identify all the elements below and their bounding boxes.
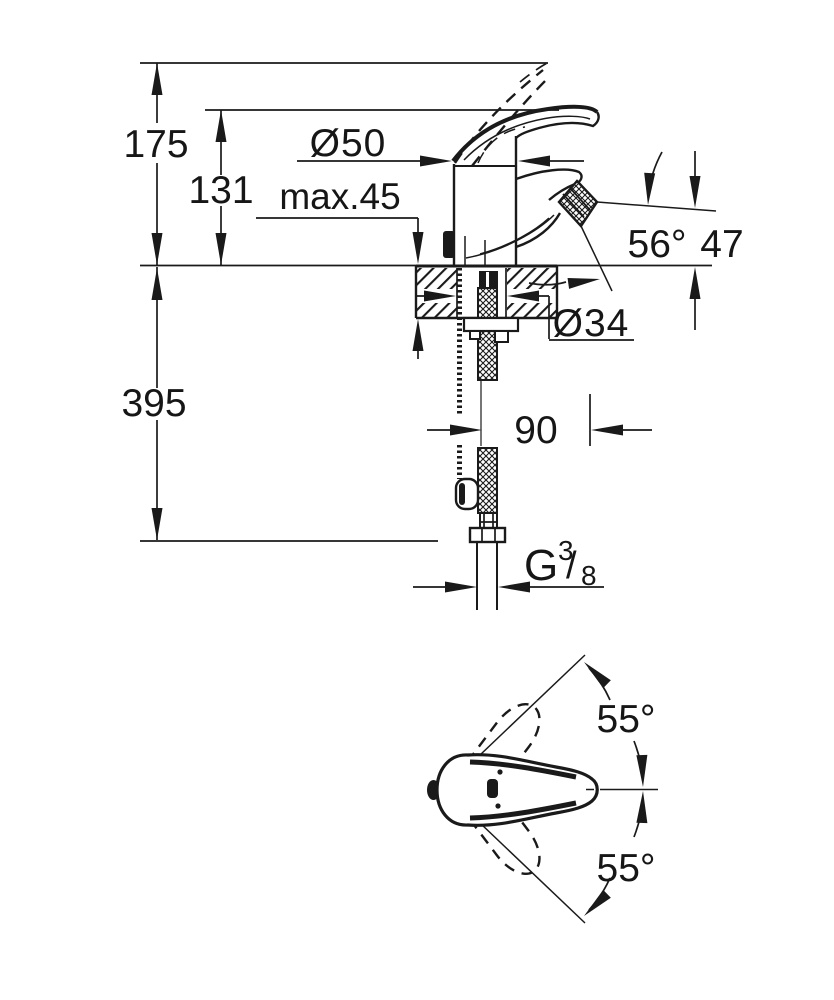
- dim-label-hole-diameter: Ø34: [553, 302, 630, 345]
- thread-denominator: 8: [581, 560, 597, 591]
- thread-slash: /: [566, 545, 577, 587]
- dim-label-spout-height: 131: [188, 169, 253, 212]
- lever-raised-dashed: [453, 60, 552, 167]
- dimension-max-mounting-thickness: max.45: [256, 176, 424, 359]
- dim-label-spray-angle: 56°: [628, 223, 687, 266]
- dimension-spray-height: 47: [689, 151, 744, 330]
- dimension-spout-height: 131: [188, 110, 254, 265]
- dim-label-max-mounting-thickness: max.45: [279, 176, 400, 217]
- dimension-body-diameter: Ø50: [297, 122, 584, 167]
- pull-rod: [454, 268, 480, 511]
- dim-label-body-diameter: Ø50: [310, 122, 387, 165]
- dim-label-spray-offset: 90: [514, 409, 557, 452]
- faucet-front-view: [443, 60, 717, 292]
- dim-label-spray-height: 47: [700, 223, 743, 266]
- under-deck-assembly: [454, 268, 520, 610]
- hose-hex-nut: [468, 526, 507, 544]
- mounting-deck: [414, 264, 559, 320]
- dim-label-total-height: 175: [123, 123, 188, 166]
- handle-swivel-up-dashed: [449, 702, 541, 812]
- thread-letter: G: [524, 541, 558, 590]
- handle-top-view: 55° 55°: [427, 654, 658, 924]
- dimension-spray-angle: 56°: [528, 151, 687, 289]
- handle-swivel-down-dashed: [449, 766, 541, 876]
- dimension-thread-size: G 3 / 8: [413, 535, 604, 593]
- dim-label-swivel-down: 55°: [597, 847, 656, 890]
- dimension-spray-offset: 90: [427, 394, 652, 452]
- thread-numerator: 3: [558, 535, 574, 566]
- dimension-total-height: 175: [123, 63, 189, 265]
- dimension-hose-length: 395: [121, 267, 187, 540]
- dimension-hole-diameter: Ø34: [417, 290, 634, 345]
- dim-label-hose-length: 395: [121, 382, 186, 425]
- dim-label-swivel-up: 55°: [597, 698, 656, 741]
